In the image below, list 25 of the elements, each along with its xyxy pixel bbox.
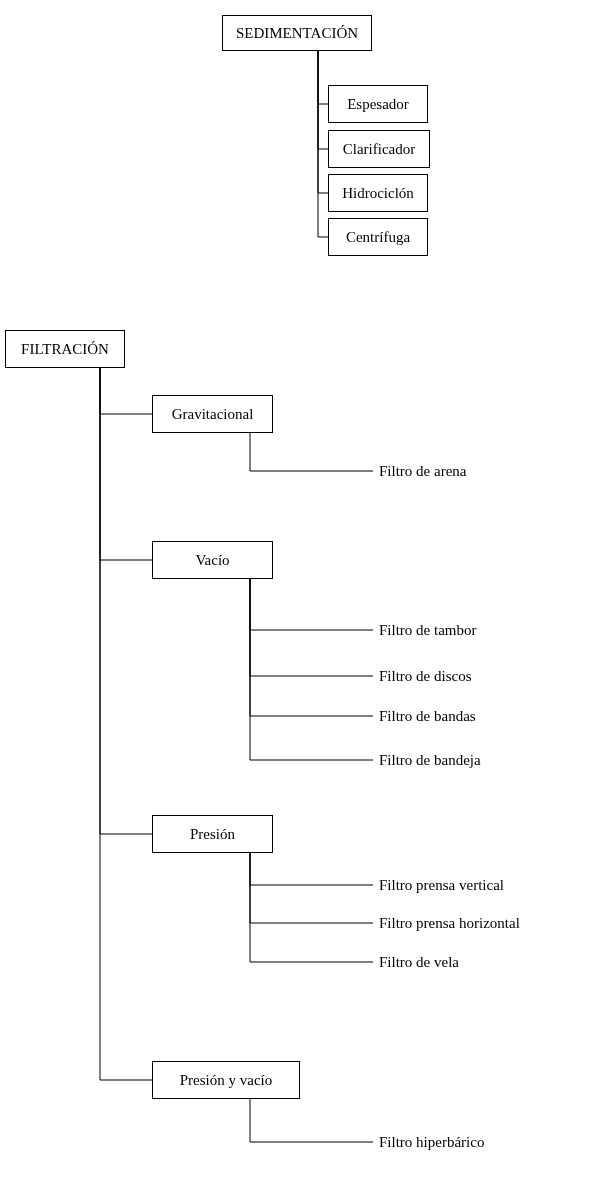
category-box: Presión [152,815,273,853]
item-label: Filtro de vela [373,952,459,972]
connector-line [317,50,329,238]
item-label: Filtro de bandeja [373,750,481,770]
category-box: Hidrociclón [328,174,428,212]
category-box: Espesador [328,85,428,123]
category-box: Centrífuga [328,218,428,256]
category-box: Presión y vacío [152,1061,300,1099]
item-label: Filtro de arena [373,461,467,481]
category-box: FILTRACIÓN [5,330,125,368]
connector-line [99,367,153,1081]
connector-line [249,852,374,963]
category-box: Gravitacional [152,395,273,433]
category-box: Clarificador [328,130,430,168]
connector-line [249,432,374,472]
category-box: SEDIMENTACIÓN [222,15,372,51]
item-label: Filtro prensa vertical [373,875,504,895]
item-label: Filtro hiperbárico [373,1132,485,1152]
category-box: Vacío [152,541,273,579]
item-label: Filtro de discos [373,666,472,686]
connector-line [249,578,374,761]
item-label: Filtro de tambor [373,620,477,640]
connector-line [249,1098,374,1143]
item-label: Filtro de bandas [373,706,476,726]
item-label: Filtro prensa horizontal [373,913,520,933]
